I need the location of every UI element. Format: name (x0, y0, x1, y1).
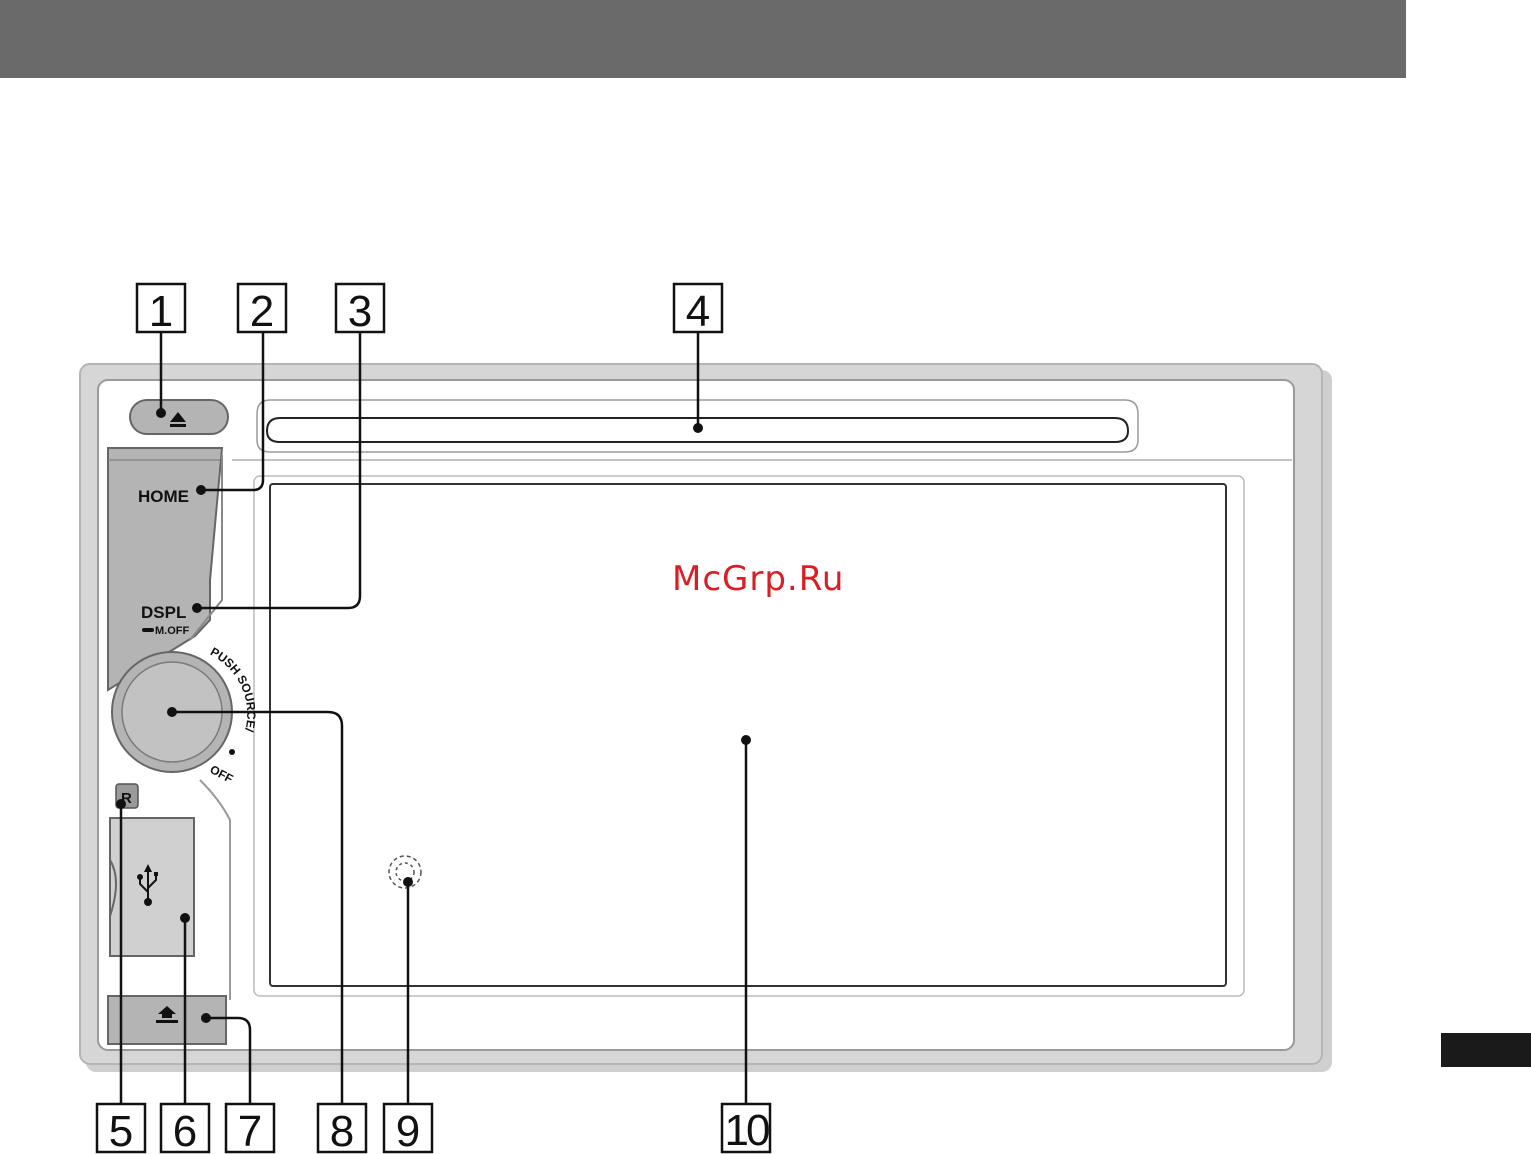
svg-text:10: 10 (725, 1106, 769, 1154)
svg-text:6: 6 (173, 1107, 197, 1154)
callout-10: 10 (722, 1104, 770, 1154)
callout-7: 7 (226, 1104, 274, 1154)
knob-off-dot (229, 749, 235, 755)
usb-cover[interactable] (110, 818, 194, 956)
svg-text:2: 2 (250, 287, 274, 336)
svg-text:5: 5 (109, 1107, 133, 1154)
svg-text:4: 4 (686, 287, 710, 336)
callout-3: 3 (336, 284, 384, 336)
moff-dash (142, 628, 154, 632)
callout-5: 5 (97, 1104, 145, 1154)
svg-text:1: 1 (149, 287, 173, 336)
dspl-label: DSPL (141, 603, 186, 622)
callout-2: 2 (238, 284, 286, 336)
svg-text:9: 9 (396, 1107, 420, 1154)
callout-9: 9 (384, 1104, 432, 1154)
callout-1: 1 (137, 284, 185, 336)
watermark-text: McGrp.Ru (672, 559, 844, 599)
callout-6: 6 (161, 1104, 209, 1154)
svg-text:8: 8 (330, 1107, 354, 1154)
home-label: HOME (138, 487, 189, 506)
svg-text:3: 3 (348, 287, 372, 336)
callout-4: 4 (674, 284, 722, 336)
callout-8: 8 (318, 1104, 366, 1154)
svg-text:7: 7 (238, 1107, 262, 1154)
moff-label: M.OFF (155, 625, 189, 637)
